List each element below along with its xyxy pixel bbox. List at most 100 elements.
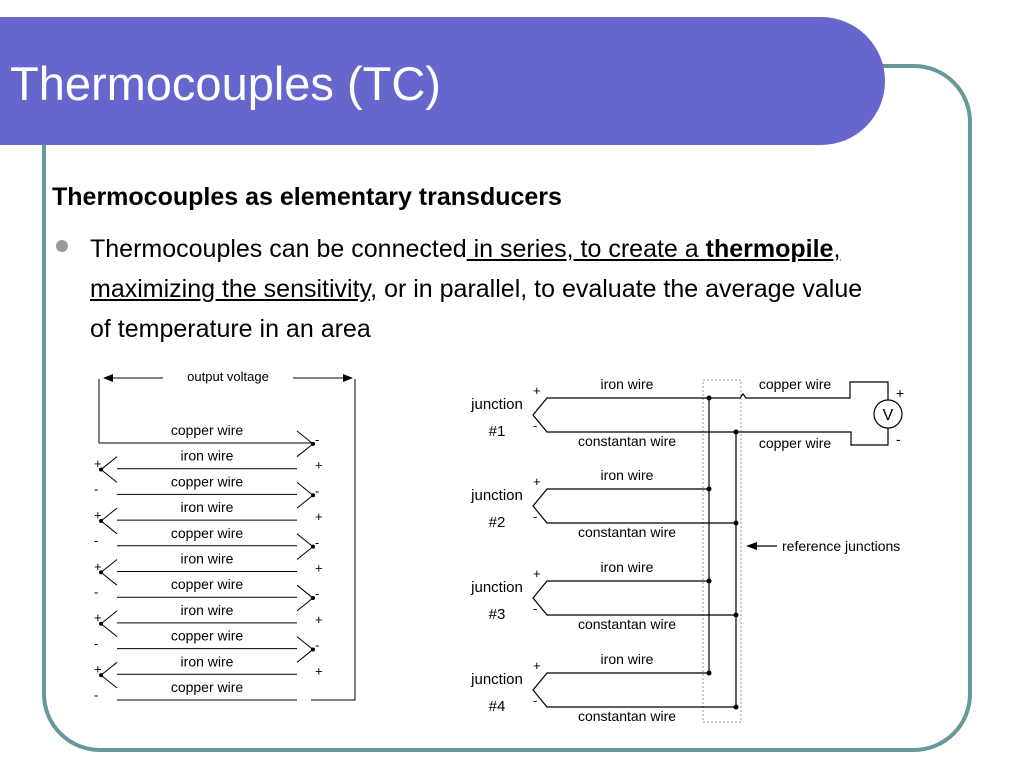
slide-title: Thermocouples (TC) xyxy=(10,57,441,110)
series-right-sign: - xyxy=(315,483,319,498)
series-junction-dot xyxy=(99,467,103,472)
voltmeter-minus: - xyxy=(896,431,901,447)
constantan-wire-label: constantan wire xyxy=(578,433,676,449)
series-right-sign: - xyxy=(315,638,319,653)
bullet-text: Thermocouples can be connected in series… xyxy=(90,229,870,349)
bullet-text-part2: in series, to create a xyxy=(466,235,706,263)
series-junction-left xyxy=(100,661,118,689)
constantan-wire-label: constantan wire xyxy=(578,708,676,724)
series-junction-dot xyxy=(311,647,315,652)
junction-minus: - xyxy=(533,418,537,433)
series-left-sign: + xyxy=(94,507,102,522)
series-right-sign: + xyxy=(315,561,323,576)
series-right-sign: + xyxy=(315,509,323,524)
series-wire-label: copper wire xyxy=(171,473,244,489)
series-right-sign: + xyxy=(315,663,323,678)
series-left-sign: - xyxy=(94,585,98,600)
series-wire-label: copper wire xyxy=(171,525,244,541)
series-wire-label: copper wire xyxy=(171,576,244,592)
junction-plus: + xyxy=(533,658,541,673)
junction-minus: - xyxy=(533,693,537,708)
parallel-diagram: junction #1 + - iron wire constantan wire junc… xyxy=(470,376,904,724)
series-wire-label: copper wire xyxy=(171,628,244,644)
junction-wire-loop xyxy=(532,580,736,616)
series-junction-dot xyxy=(99,621,103,626)
series-junction-right xyxy=(296,430,314,458)
series-left-sign: - xyxy=(94,482,98,497)
junction-label: junction xyxy=(470,487,523,504)
junction-number: #3 xyxy=(489,606,506,623)
series-wire-label: iron wire xyxy=(181,551,234,567)
voltmeter-plus: + xyxy=(896,385,904,401)
junction-plus: + xyxy=(533,566,541,581)
iron-wire-label: iron wire xyxy=(601,376,654,392)
bullet-dot-icon xyxy=(56,240,68,252)
junction-wire-loop xyxy=(532,488,736,524)
junction-wire-loop xyxy=(532,672,736,708)
series-wire-label: iron wire xyxy=(181,653,234,669)
bullet-text-part5: or in parallel, to evaluate the average … xyxy=(90,275,863,343)
thermopile-term: thermopile xyxy=(705,235,834,263)
series-junction-left xyxy=(100,610,118,637)
series-junction-left xyxy=(100,559,118,586)
iron-node-dot xyxy=(706,486,712,492)
series-junction-dot xyxy=(311,493,315,498)
series-wire-label: iron wire xyxy=(181,448,234,464)
junction-number: #2 xyxy=(489,514,506,531)
series-junction-right xyxy=(296,636,314,663)
series-junction-right xyxy=(296,482,314,509)
output-voltage-label: output voltage xyxy=(187,369,269,384)
junction-minus: - xyxy=(533,601,537,616)
junction-plus: + xyxy=(533,383,541,398)
junction-label: junction xyxy=(470,396,523,413)
series-junction-right xyxy=(296,533,314,560)
junction-label: junction xyxy=(470,671,523,688)
series-junction-dot xyxy=(311,544,315,549)
iron-wire-label: iron wire xyxy=(601,559,654,575)
copper-wire-top-label: copper wire xyxy=(759,376,832,392)
iron-wire-label: iron wire xyxy=(601,651,654,667)
series-junction-dot xyxy=(99,518,103,523)
series-right-sign: - xyxy=(315,535,319,550)
series-left-sign: + xyxy=(94,456,102,471)
series-right-sign: - xyxy=(315,586,319,601)
subheading: Thermocouples as elementary transducers xyxy=(52,183,562,211)
series-junction-right xyxy=(296,584,314,612)
bullet-text-part1: Thermocouples can be connected xyxy=(90,235,467,263)
series-wire-label: copper wire xyxy=(171,679,244,695)
reference-junctions-label: reference junctions xyxy=(782,538,900,554)
iron-node-dot xyxy=(706,670,712,676)
series-wire-label: iron wire xyxy=(181,602,234,618)
junction-plus: + xyxy=(533,474,541,489)
series-junction-dot xyxy=(311,596,315,601)
series-left-sign: + xyxy=(94,610,102,625)
series-junction-dot xyxy=(99,673,103,678)
iron-node-dot xyxy=(706,578,712,584)
voltmeter-icon xyxy=(873,399,903,429)
junction-label: junction xyxy=(470,579,523,596)
constantan-node-dot xyxy=(733,612,739,618)
junction-wire-loop xyxy=(532,397,736,433)
series-right-sign: + xyxy=(315,612,323,627)
series-junction-dot xyxy=(99,570,103,575)
voltmeter-label: V xyxy=(883,407,894,424)
junction-number: #4 xyxy=(489,698,506,715)
thermopile-diagram: output voltage copper wire iron wire coppe… xyxy=(94,369,356,702)
series-junction-left xyxy=(100,456,118,483)
constantan-node-dot xyxy=(733,520,739,526)
series-left-sign: + xyxy=(94,559,102,574)
junction-number: #1 xyxy=(489,423,506,440)
constantan-node-dot xyxy=(733,704,739,710)
title-bar xyxy=(0,17,885,145)
constantan-wire-label: constantan wire xyxy=(578,616,676,632)
series-right-sign: - xyxy=(315,432,319,447)
series-wire-label: copper wire xyxy=(171,422,244,438)
series-right-sign: + xyxy=(315,458,323,473)
series-left-sign: - xyxy=(94,636,98,651)
constantan-wire-label: constantan wire xyxy=(578,524,676,540)
iron-wire-label: iron wire xyxy=(601,467,654,483)
series-wire-label: iron wire xyxy=(181,499,234,515)
series-junction-left xyxy=(100,507,118,535)
series-left-sign: + xyxy=(94,662,102,677)
